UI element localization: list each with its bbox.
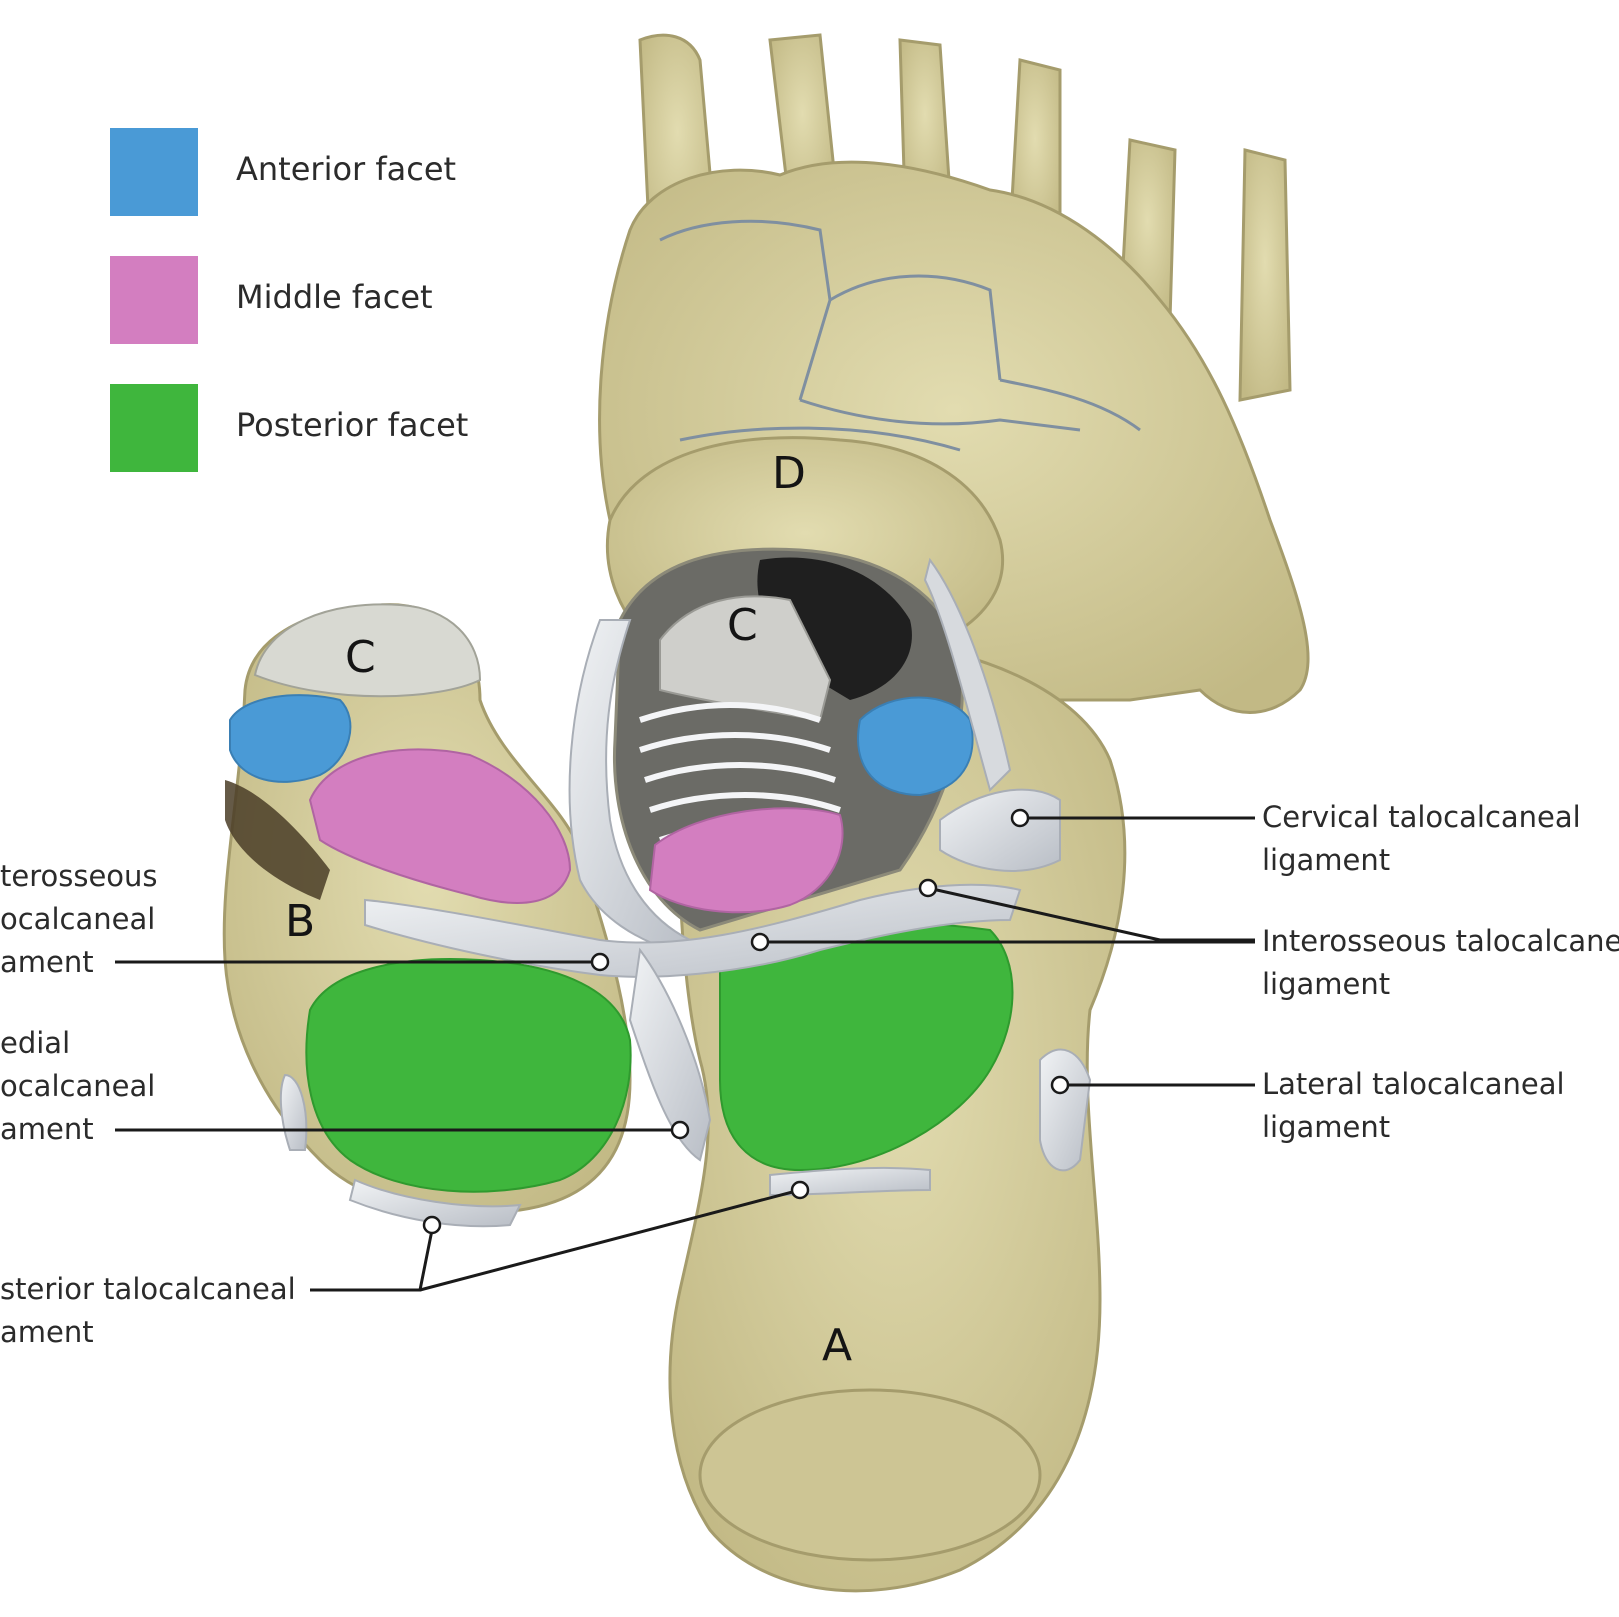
middle-facet-talus <box>308 748 572 904</box>
callout-line: Interosseous talocalcane <box>1262 924 1619 958</box>
callout-medial-ligament: edial ocalcaneal ament <box>0 1022 155 1151</box>
talus-head-cartilage <box>253 603 482 698</box>
callout-interosseous-ligament-left: terosseous ocalcaneal ament <box>0 855 158 984</box>
callout-line: ligament <box>1262 843 1391 877</box>
callout-line: Cervical talocalcaneal <box>1262 800 1581 834</box>
talus-shadow <box>225 780 330 900</box>
callout-posterior-ligament: sterior talocalcaneal ament <box>0 1268 296 1354</box>
ligament-bands <box>279 619 1092 1228</box>
tarsal-joint-lines <box>659 219 1141 452</box>
callout-line: ament <box>0 1315 94 1349</box>
callout-line: ocalcaneal <box>0 1069 156 1103</box>
legend-swatch-anterior <box>110 128 198 216</box>
posterior-facet-talus <box>305 958 632 1193</box>
anterior-facet-talus <box>229 694 352 783</box>
label-letter-d: D <box>772 448 806 499</box>
callout-lateral-ligament: Lateral talocalcaneal ligament <box>1262 1063 1565 1149</box>
callout-line: ligament <box>1262 967 1391 1001</box>
anterior-facet-calcaneus <box>857 696 974 797</box>
leader-lines <box>115 816 1255 1292</box>
talar-head-cartilage <box>659 595 832 722</box>
callout-line: terosseous <box>0 859 158 893</box>
legend-label-anterior: Anterior facet <box>236 150 457 188</box>
legend-label-posterior: Posterior facet <box>236 406 469 444</box>
callout-cervical-ligament: Cervical talocalcaneal ligament <box>1262 796 1581 882</box>
label-letter-c-navicular: C <box>727 600 758 651</box>
callout-interosseous-ligament-right: Interosseous talocalcane ligament <box>1262 920 1619 1006</box>
calcaneal-tuberosity <box>698 1388 1042 1562</box>
label-letter-a: A <box>822 1320 853 1371</box>
legend-swatch-middle <box>110 256 198 344</box>
callout-line: sterior talocalcaneal <box>0 1272 296 1306</box>
callout-line: ament <box>0 945 94 979</box>
leader-dots <box>422 808 1070 1235</box>
legend-label-middle: Middle facet <box>236 278 433 316</box>
callout-line: edial <box>0 1026 71 1060</box>
legend-swatch-posterior <box>110 384 198 472</box>
callout-line: ocalcaneal <box>0 902 156 936</box>
label-letter-c-talus: C <box>345 632 376 683</box>
middle-facet-calcaneus <box>648 807 844 914</box>
callout-line: Lateral talocalcaneal <box>1262 1067 1565 1101</box>
callout-line: ament <box>0 1112 94 1146</box>
lateral-upper-ligament <box>923 557 1012 792</box>
label-letter-b: B <box>285 896 316 947</box>
callout-line: ligament <box>1262 1110 1391 1144</box>
